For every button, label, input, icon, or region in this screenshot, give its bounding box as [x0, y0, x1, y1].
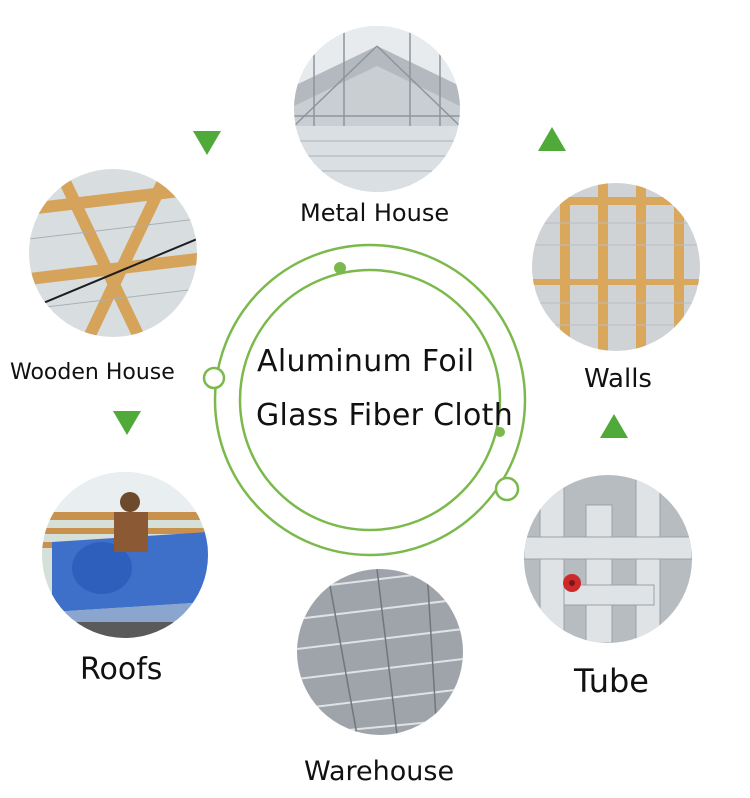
arrow-down-icon: [113, 411, 141, 435]
wooden-house-photo: [29, 169, 197, 337]
ring-node-left: [202, 366, 226, 390]
tube-label: Tube: [574, 662, 649, 700]
tube-photo: [524, 475, 692, 643]
ring-node-bottom-right: [494, 476, 520, 502]
outer-ring: [213, 243, 527, 557]
walls-photo: [532, 183, 700, 351]
ring-dot-top: [334, 262, 346, 274]
wooden-house-label: Wooden House: [10, 360, 175, 385]
ring-dot-right: [495, 427, 505, 437]
metal-house-photo: [294, 26, 460, 192]
metal-house-label: Metal House: [300, 199, 450, 227]
arrow-up-icon: [538, 127, 566, 151]
inner-ring: [238, 268, 502, 532]
center-title-line2: Glass Fiber Cloth: [256, 398, 514, 433]
roofs-photo: [42, 472, 208, 638]
walls-label: Walls: [584, 364, 652, 394]
warehouse-photo: [297, 569, 463, 735]
warehouse-label: Warehouse: [304, 756, 455, 787]
arrow-up-icon: [600, 414, 628, 438]
roofs-label: Roofs: [80, 652, 163, 687]
center-title-line1: Aluminum Foil: [257, 344, 475, 379]
arrow-down-icon: [193, 131, 221, 155]
